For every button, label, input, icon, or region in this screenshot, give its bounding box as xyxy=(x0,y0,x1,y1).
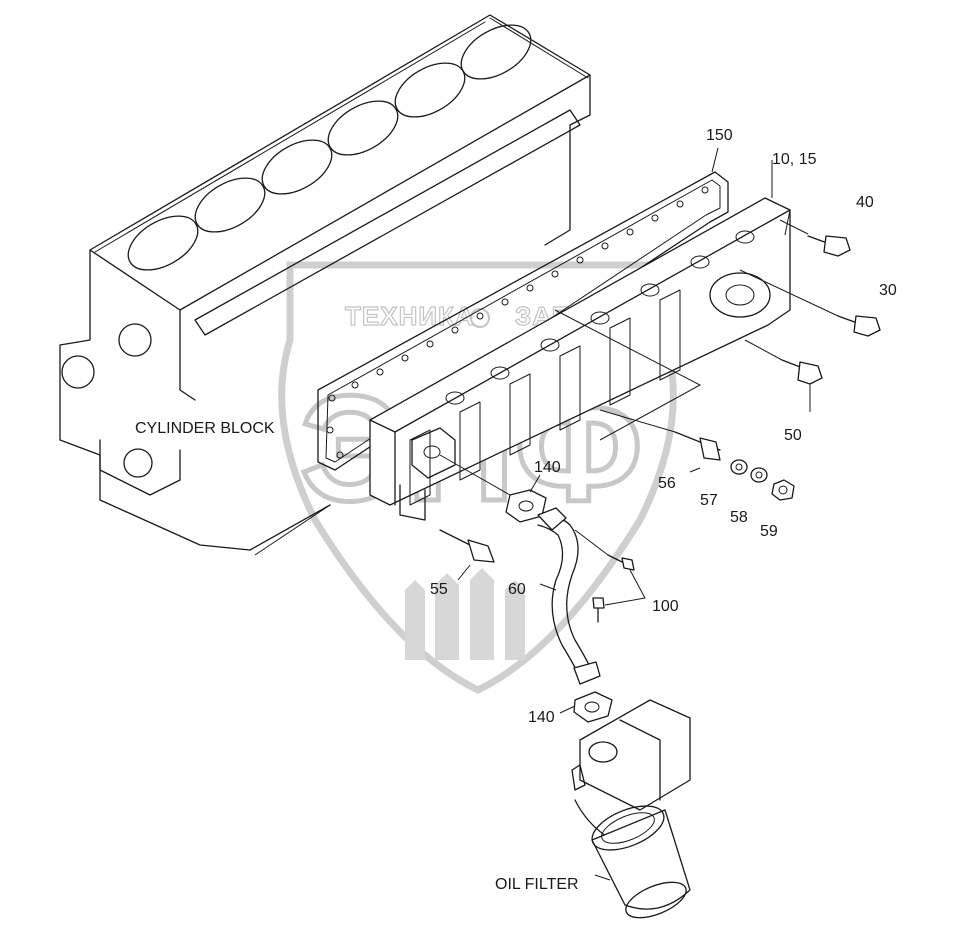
washer-58 xyxy=(750,467,768,483)
bolt-100-b xyxy=(592,597,605,623)
label-140-top: 140 xyxy=(534,459,561,476)
label-57: 57 xyxy=(700,492,718,509)
oil-filter-assembly xyxy=(571,699,691,919)
label-50: 50 xyxy=(784,427,802,444)
part-labels: CYLINDER BLOCK OIL FILTER 150 10, 15 40 … xyxy=(135,127,897,893)
wheat-icon xyxy=(405,568,525,660)
label-100: 100 xyxy=(652,598,679,615)
stud-55 xyxy=(439,529,495,581)
washer-57 xyxy=(730,459,748,475)
oil-cooler-10-15 xyxy=(369,160,791,521)
bolt-50 xyxy=(744,339,823,412)
label-oil-filter: OIL FILTER xyxy=(495,876,579,893)
bolt-100-a xyxy=(574,529,635,571)
label-cylinder-block: CYLINDER BLOCK xyxy=(135,420,275,437)
gasket-140-bottom xyxy=(559,691,613,723)
gasket-150 xyxy=(317,147,729,471)
label-140-bottom: 140 xyxy=(528,709,555,726)
gasket-140-top xyxy=(439,454,547,523)
cylinder-block xyxy=(59,14,591,556)
label-30: 30 xyxy=(879,282,897,299)
stud-56 xyxy=(599,409,721,473)
label-56: 56 xyxy=(658,475,676,492)
label-150: 150 xyxy=(706,127,733,144)
bolt-30 xyxy=(739,269,881,337)
bolt-40 xyxy=(779,219,851,257)
label-55: 55 xyxy=(430,581,448,598)
label-60: 60 xyxy=(508,581,526,598)
nut-59 xyxy=(771,479,795,501)
leader-100 xyxy=(604,569,646,606)
label-40: 40 xyxy=(856,194,874,211)
label-10-15: 10, 15 xyxy=(772,151,817,168)
label-59: 59 xyxy=(760,523,778,540)
watermark-text-left: ТЕХНИКА xyxy=(345,301,475,331)
gear-icon xyxy=(470,308,490,328)
label-58: 58 xyxy=(730,509,748,526)
oil-pipe-60 xyxy=(537,507,601,685)
